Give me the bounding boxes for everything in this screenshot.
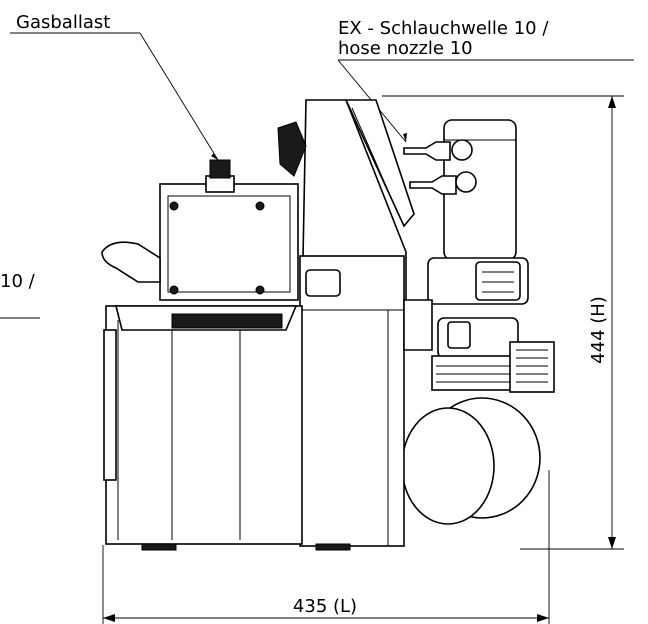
condenser-valve xyxy=(447,321,471,349)
foot-right xyxy=(315,543,351,551)
gas-ballast-inner xyxy=(167,195,291,293)
hose-connector-upper xyxy=(451,139,473,161)
foot-left xyxy=(141,543,177,551)
cooling-fins xyxy=(171,313,283,329)
hose-nozzle-upper xyxy=(403,141,451,161)
screw-tl xyxy=(169,201,179,211)
gas-ballast-label: Gasballast xyxy=(16,12,110,33)
height-dimension-label: 444 (H) xyxy=(588,296,609,364)
display-hinge xyxy=(277,121,307,177)
gas-ballast-valve xyxy=(209,159,231,179)
length-dimension-label: 435 (L) xyxy=(293,596,357,617)
ex-hose-nozzle-arrowhead xyxy=(403,133,407,142)
ex-hose-nozzle-label-line1: EX - Schlauchwelle 10 / xyxy=(338,18,549,39)
carrying-handle xyxy=(101,241,161,283)
screw-bl xyxy=(169,285,179,295)
housing-side-rail xyxy=(103,329,117,481)
cylinder-knob xyxy=(475,261,521,301)
center-connector xyxy=(403,299,433,351)
gas-ballast-head xyxy=(159,183,299,301)
vacuum-pump-drawing xyxy=(101,99,555,551)
pump-housing xyxy=(105,305,303,545)
cylinder-knob-grip xyxy=(482,271,514,293)
length-arrow-right xyxy=(537,614,549,622)
display-edge xyxy=(351,107,401,219)
height-arrow-bottom xyxy=(608,537,616,549)
housing-lines xyxy=(117,320,241,540)
screw-br xyxy=(255,285,265,295)
height-arrow-top xyxy=(608,96,616,108)
hose-nozzle-lower xyxy=(409,175,457,195)
left-cut-label: 10 / xyxy=(0,271,36,292)
gas-ballast-arrowhead xyxy=(211,153,218,160)
condenser-clamp-lines xyxy=(516,349,548,383)
length-arrow-left xyxy=(103,614,115,622)
pump-center-lines xyxy=(300,309,404,546)
screw-tr xyxy=(255,201,265,211)
ex-hose-nozzle-label-line2: hose nozzle 10 xyxy=(338,38,473,59)
hose-connector-lower xyxy=(455,171,477,193)
center-block-badge xyxy=(305,269,341,297)
flask-front xyxy=(401,407,495,525)
pump-center-block xyxy=(299,255,405,547)
gas-ballast-leader-line xyxy=(139,32,219,161)
